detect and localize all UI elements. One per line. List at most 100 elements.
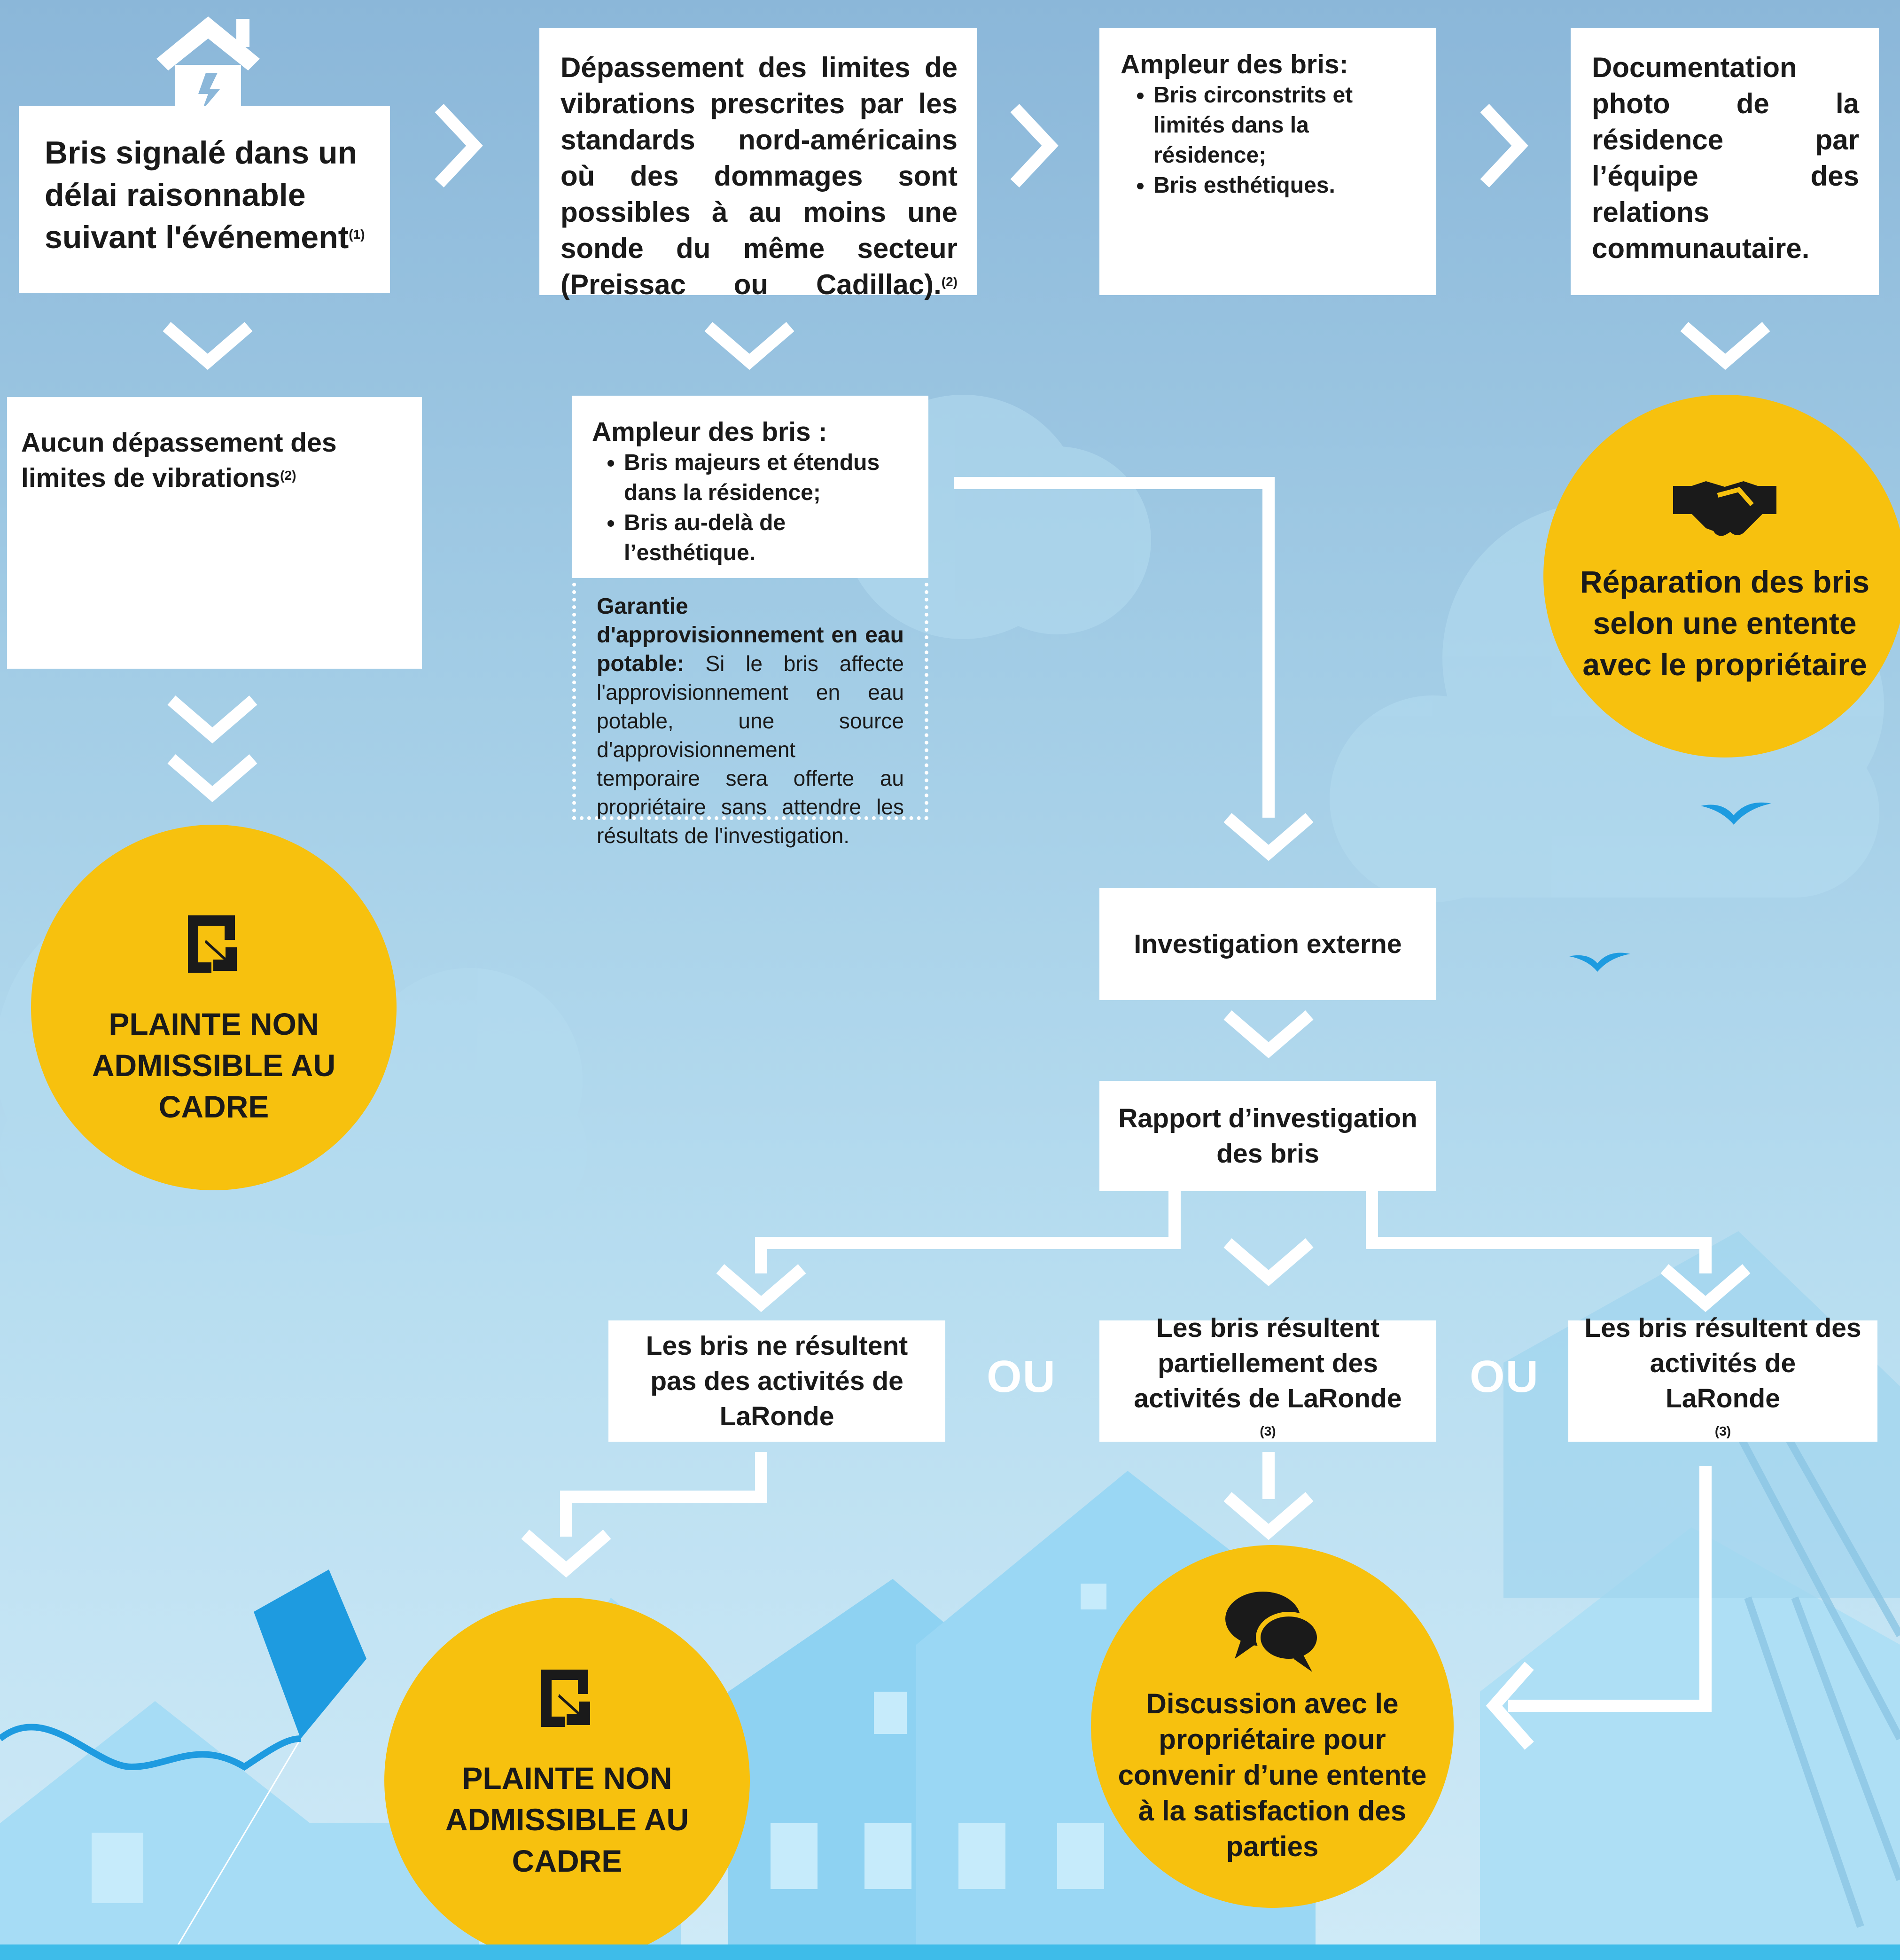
ground-strip — [0, 1944, 1900, 1960]
plainte-1-line: PLAINTE NON — [109, 1006, 319, 1041]
bird-shape — [1701, 802, 1771, 825]
arrow-left — [1486, 1662, 1534, 1750]
ou-connector: OU — [1470, 1351, 1539, 1402]
garantie-title: Garantie d'approvisionnement en eau pota… — [597, 594, 904, 676]
window-shape — [958, 1823, 1005, 1889]
ampleur-2-item: Bris majeurs et étendus dans la résidenc… — [624, 448, 911, 508]
arrow-down — [1680, 322, 1770, 370]
aucun-depassement-text: Aucun dépassement des limites de vibrati… — [21, 428, 337, 493]
exit-arrow-icon — [188, 915, 237, 973]
arrow-right — [435, 104, 483, 187]
headframe-structure — [1735, 1431, 1900, 1928]
connector-line — [1366, 1184, 1712, 1273]
plainte-2-line: PLAINTE NON — [462, 1760, 672, 1796]
footnote-ref: (3) — [1260, 1424, 1276, 1438]
plainte-1-line: ADMISSIBLE AU — [92, 1047, 336, 1083]
discussion-line: à la satisfaction des — [1138, 1795, 1407, 1827]
resultent-line: Les bris résultent des — [1584, 1313, 1861, 1343]
ampleur-2-item: Bris au-delà de l’esthétique. — [624, 508, 911, 568]
discussion-line: propriétaire pour — [1159, 1724, 1386, 1755]
footnote-ref: (1) — [349, 227, 365, 242]
window-shape — [874, 1692, 907, 1734]
window-shape — [771, 1823, 818, 1889]
circle-reparation: Réparation des bris selon une entente av… — [1543, 395, 1900, 757]
discussion-line: convenir d’une entente — [1118, 1759, 1427, 1791]
arrow-down — [704, 322, 794, 370]
reparation-line: selon une entente — [1593, 606, 1857, 640]
box-depassement: Dépassement des limites de vibrations pr… — [539, 28, 977, 300]
connector-line — [560, 1452, 767, 1537]
box-investigation: Investigation externe — [1099, 888, 1436, 1000]
house-icon — [156, 16, 260, 110]
circle-plainte-2: PLAINTE NON ADMISSIBLE AU CADRE — [384, 1598, 750, 1960]
box-ampleur-2: Ampleur des bris : Bris majeurs et étend… — [572, 396, 928, 578]
box-rapport: Rapport d’investigation des bris — [1099, 1081, 1436, 1191]
arrow-down — [1223, 1238, 1314, 1287]
investigation-text: Investigation externe — [1134, 929, 1402, 959]
connectors — [163, 104, 1770, 1750]
bird-shape — [1569, 953, 1630, 972]
house-shape — [0, 1701, 310, 1960]
plainte-2-line: CADRE — [512, 1843, 623, 1878]
arrow-down — [716, 1264, 806, 1312]
partiellement-line: activités de LaRonde — [1134, 1383, 1402, 1413]
connector-line — [755, 1184, 1181, 1273]
arrow-down — [1223, 1492, 1314, 1540]
arrow-down — [1223, 813, 1314, 861]
ne-resultent-line: LaRonde — [719, 1401, 834, 1431]
arrow-down — [167, 754, 257, 803]
arrow-right — [1010, 104, 1059, 187]
arrow-down — [167, 695, 257, 744]
handshake-icon — [1673, 481, 1776, 536]
resultent-line: LaRonde — [1666, 1383, 1780, 1413]
box-partiellement: Les bris résultent partiellement des act… — [1099, 1313, 1436, 1442]
exit-arrow-icon — [541, 1669, 590, 1727]
chat-bubbles-icon — [1225, 1592, 1322, 1672]
box-ne-resultent: Les bris ne résultent pas des activités … — [608, 1320, 945, 1442]
window-shape — [864, 1823, 911, 1889]
box-documentation: Documentation photo de la résidence par … — [1571, 28, 1879, 295]
discussion-line: parties — [1226, 1831, 1319, 1862]
arrow-down — [521, 1530, 611, 1578]
box-ampleur-1: Ampleur des bris: Bris circonstrits et l… — [1099, 28, 1436, 295]
kite — [0, 1570, 366, 1960]
ampleur-2-title: Ampleur des bris : — [592, 417, 827, 447]
ou-connector: OU — [987, 1351, 1056, 1402]
arrow-down — [1660, 1264, 1751, 1312]
plainte-1-line: CADRE — [158, 1089, 269, 1124]
box-resultent: Les bris résultent des activités de LaRo… — [1568, 1313, 1877, 1442]
circle-discussion: Discussion avec le propriétaire pour con… — [1091, 1545, 1454, 1908]
connector-line — [954, 477, 1275, 818]
resultent-line: activités de — [1650, 1348, 1796, 1378]
partiellement-line: Les bris résultent — [1156, 1313, 1380, 1343]
discussion-line: Discussion avec le — [1146, 1688, 1399, 1719]
plainte-2-line: ADMISSIBLE AU — [445, 1802, 689, 1837]
ne-resultent-line: pas des activités de — [650, 1366, 903, 1396]
garantie-text: Si le bris affecte l'approvisionnement e… — [597, 651, 904, 848]
partiellement-line: partiellement des — [1158, 1348, 1378, 1378]
arrow-right — [1480, 104, 1528, 187]
documentation-text: Documentation photo de la résidence par … — [1592, 52, 1859, 264]
rapport-line: Rapport d’investigation — [1118, 1103, 1417, 1133]
window-shape — [1081, 1584, 1106, 1609]
rapport-line: des bris — [1216, 1138, 1319, 1169]
ampleur-1-title: Ampleur des bris: — [1121, 49, 1348, 79]
reparation-line: avec le propriétaire — [1582, 647, 1867, 682]
window-shape — [1057, 1823, 1104, 1889]
box-garantie: Garantie d'approvisionnement en eau pota… — [572, 583, 928, 848]
footnote-ref: (2) — [941, 274, 958, 289]
house-shape — [1480, 1527, 1900, 1960]
box-bris-signale: Bris signalé dans un délai raisonnable s… — [19, 106, 390, 293]
reparation-line: Réparation des bris — [1580, 564, 1870, 599]
circle-plainte-1: PLAINTE NON ADMISSIBLE AU CADRE — [31, 825, 397, 1190]
ampleur-1-item: Bris circonstrits et limités dans la rés… — [1153, 80, 1419, 171]
arrow-down — [163, 322, 253, 370]
window-shape — [92, 1833, 143, 1903]
connector-line — [1508, 1466, 1712, 1712]
footnote-ref: (2) — [280, 468, 296, 483]
ne-resultent-line: Les bris ne résultent — [646, 1330, 908, 1361]
arrow-down — [1223, 1010, 1314, 1059]
bris-signale-text: Bris signalé dans un délai raisonnable s… — [45, 135, 358, 255]
ampleur-1-item: Bris esthétiques. — [1153, 171, 1419, 201]
